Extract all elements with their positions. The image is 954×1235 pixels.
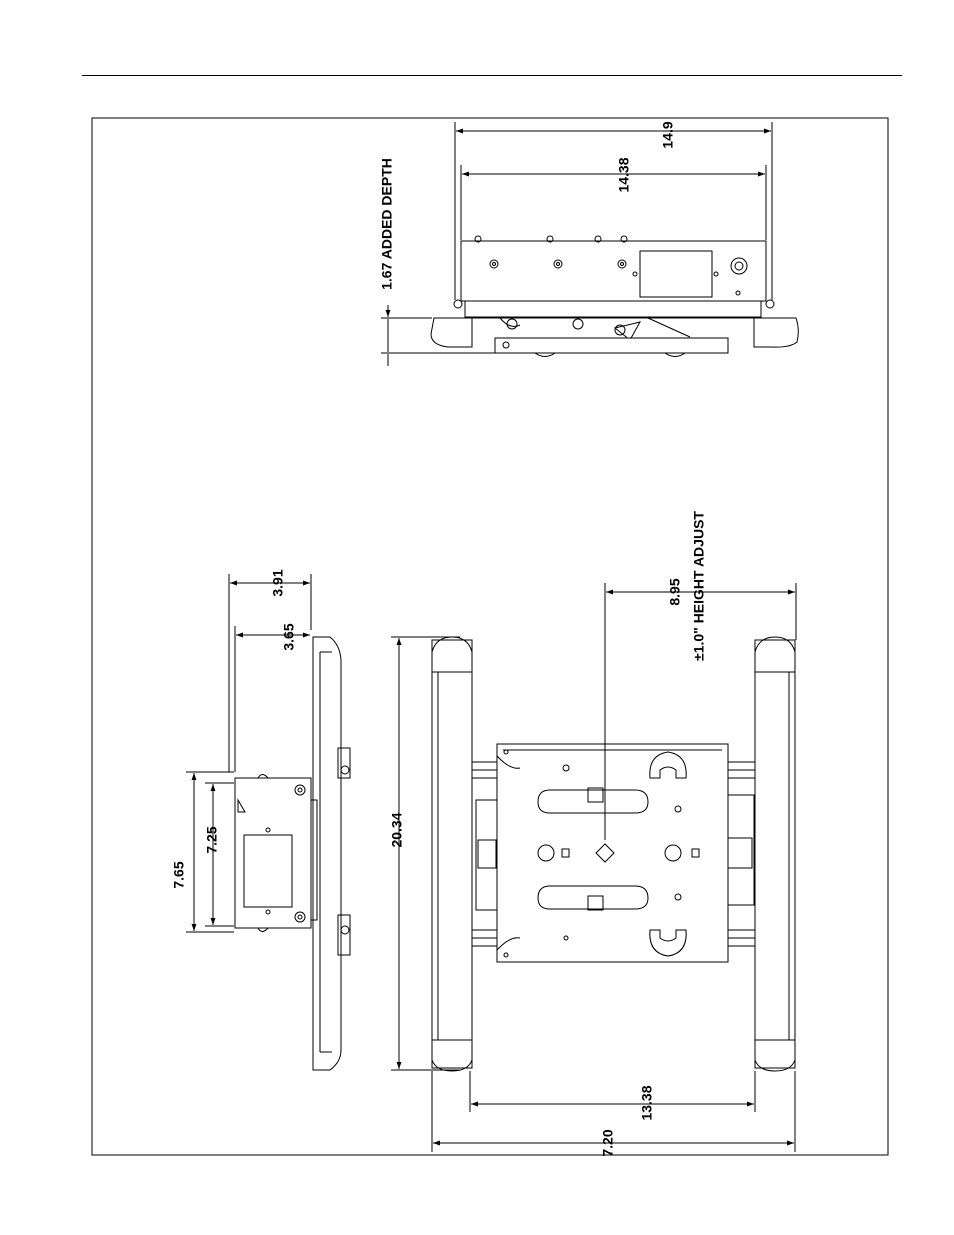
label-added-depth: 1.67 ADDED DEPTH — [379, 158, 395, 290]
label-front-center-height: 8.95 — [667, 578, 683, 605]
label-top-width-overall: 14.9 — [660, 121, 676, 148]
front-view — [391, 583, 796, 1152]
top-box-body — [461, 241, 766, 301]
label-side-depth-max: 3.91 — [270, 569, 286, 596]
label-side-height-outer: 7.65 — [171, 861, 187, 888]
label-side-height-inner: 7.25 — [204, 826, 220, 853]
top-lower-rail — [495, 338, 728, 353]
label-front-height-arms: 20.34 — [389, 812, 405, 847]
top-view — [381, 122, 798, 366]
side-box — [235, 778, 311, 928]
label-front-width-overall: 7.20 — [600, 1129, 616, 1156]
label-side-depth-min: 3.65 — [281, 623, 297, 650]
label-front-height-adjust: ±1.0" HEIGHT ADJUST — [691, 511, 707, 661]
front-main-plate — [497, 744, 728, 962]
top-end-cap-right — [754, 318, 798, 347]
side-view — [186, 574, 350, 1070]
label-front-width-inner: 13.38 — [639, 1085, 655, 1120]
top-end-cap-left — [431, 318, 472, 347]
label-top-width-inner: 14.38 — [616, 157, 632, 192]
